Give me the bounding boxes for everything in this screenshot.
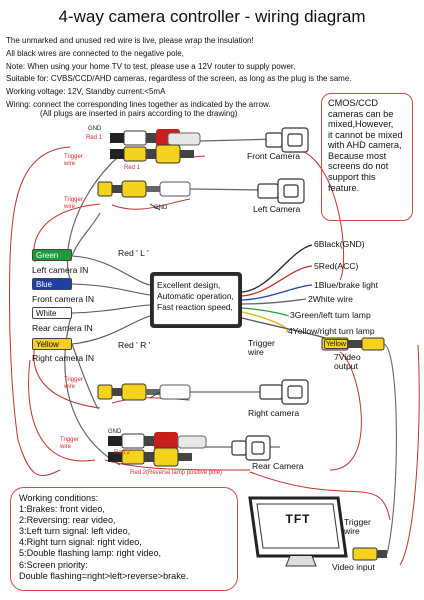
cmos-note-line: it cannot be mixed xyxy=(328,129,403,140)
cmos-note-box: CMOS/CCD cameras can be mixed,However, i… xyxy=(321,93,413,221)
video-output-chip: Yellow xyxy=(324,339,348,349)
red1-b-label: Red 1 xyxy=(124,165,141,171)
condition-line: 1:Brakes: front video, xyxy=(19,504,105,515)
condition-line: 4:Right turn signal: right video, xyxy=(19,537,142,548)
front-camera-icon xyxy=(265,127,309,153)
rear-camera-icon xyxy=(231,435,271,461)
controller-label: Excellent design, Automatic operation, F… xyxy=(153,275,239,325)
trigger-front-label: Trigger wire xyxy=(64,154,83,167)
gnd-left-label: GND xyxy=(154,205,168,211)
right-camera-label: Right camera xyxy=(248,408,300,418)
output-blue-brake: 1Blue/brake light xyxy=(314,280,379,290)
monitor-trigger-wire xyxy=(399,344,420,566)
gnd-front-label: GND xyxy=(88,126,102,132)
trigger-out-label: Trigger wire xyxy=(248,338,275,358)
controller-text-line: Automatic operation, xyxy=(157,290,234,301)
red1-label: Red 1 xyxy=(86,135,103,141)
gnd-rear-label: GND xyxy=(108,429,122,435)
note-line-6: Wiring: connect the corresponding lines … xyxy=(6,100,271,109)
cmos-note-line: mixed,However, xyxy=(328,119,394,130)
cmos-note-line: feature. xyxy=(328,182,360,193)
note-line-3: Note: When using your home TV to test, p… xyxy=(6,62,296,71)
tft-monitor-icon xyxy=(248,496,348,567)
left-loop-wire xyxy=(8,146,71,477)
reverse-lamp-wire xyxy=(249,471,391,521)
trigger-monitor-label: Trigger wire xyxy=(344,517,371,537)
condition-line: 5:Double flashing lamp: right video, xyxy=(19,548,162,559)
note-line-2: All black wires are connected to the neg… xyxy=(6,49,184,58)
front-camera-label: Front Camera xyxy=(247,151,301,161)
output-red-acc: 5Red(ACC) xyxy=(314,261,359,271)
red2-reverse-label: Red 2(Reverse lamp positive pole) xyxy=(130,470,223,476)
white-input-chip: White xyxy=(32,307,72,319)
rear-plugs xyxy=(108,432,207,467)
note-line-5: Working voltage: 12V, Standby current:<5… xyxy=(6,87,166,96)
condition-line: 2:Reversing: rear video, xyxy=(19,515,116,526)
tft-screen-label: TFT xyxy=(285,512,311,526)
rear-power-wire xyxy=(329,351,362,471)
left-camera-icon xyxy=(257,178,305,204)
trigger-left-label: Trigger wire xyxy=(64,197,83,210)
output-white-wire: 2White wire xyxy=(308,294,353,304)
trigger-right-label: Trigger wire xyxy=(64,377,83,390)
front-plugs xyxy=(110,129,201,164)
cmos-note-line: screens do not xyxy=(328,161,389,172)
blue-input-chip: Blue xyxy=(32,278,72,290)
note-line-7: (All plugs are inserted in pairs accordi… xyxy=(40,109,238,118)
video-input-plug xyxy=(352,547,387,561)
controller-text-line: Fast reaction speed, xyxy=(157,301,233,312)
red-r-label: Red ' R ' xyxy=(118,340,151,350)
camera-bodies xyxy=(231,127,309,461)
front-power-wire xyxy=(299,149,345,281)
red-l-label: Red ' L ' xyxy=(118,248,149,258)
right-plugs xyxy=(97,383,191,401)
output-black-gnd: 6Black(GND) xyxy=(314,239,365,249)
cmos-note-line: with AHD camera, xyxy=(328,140,402,151)
rear-camera-in-label: Rear camera IN xyxy=(32,323,93,333)
condition-line: 6:Screen priority: xyxy=(19,559,88,570)
right-camera-in-label: Right camera IN xyxy=(32,353,95,363)
cmos-note-line: Because most xyxy=(328,150,387,161)
condition-line: 3:Left turn signal: left video, xyxy=(19,526,131,537)
controller-text-line: Excellent design, xyxy=(157,280,221,290)
note-line-4: Suitable for: CVBS/CCD/AHD cameras, rega… xyxy=(6,74,352,83)
front-camera-in-label: Front camera IN xyxy=(32,294,95,304)
green-input-chip: Green xyxy=(32,249,72,261)
cmos-note-line: cameras can be xyxy=(328,108,394,119)
video-input-label: Video input xyxy=(332,562,375,572)
yellow-input-chip: Yellow xyxy=(32,338,72,350)
cmos-note-line: CMOS/CCD xyxy=(328,98,379,108)
note-line-1: The unmarked and unused red wire is live… xyxy=(6,36,254,45)
condition-line: Working conditions: xyxy=(19,493,99,503)
rear-trigger-wire xyxy=(28,359,96,462)
left-camera-label: Left Camera xyxy=(253,204,301,214)
left-plugs xyxy=(97,180,191,198)
output-green-left: 3Green/left turn lamp xyxy=(290,310,371,320)
working-conditions-box: Working conditions: 1:Brakes: front vide… xyxy=(10,487,238,591)
page-title: 4-way camera controller - wiring diagram xyxy=(58,7,366,26)
right-camera-icon xyxy=(259,379,309,405)
left-camera-in-label: Left camera IN xyxy=(32,265,89,275)
right-trigger-wire xyxy=(33,344,101,409)
trigger-rear-label: Trigger wire xyxy=(60,437,79,450)
video-output-label: 7Video output xyxy=(334,352,361,372)
rear-camera-label: Rear Camera xyxy=(252,461,304,471)
condition-line: Double flashing=right>left>reverse>brake… xyxy=(19,570,189,581)
red2-label: Red 2 xyxy=(114,450,131,456)
output-yellow-right: 4Yellow/right turn lamp xyxy=(288,326,375,336)
cmos-note-line: support this xyxy=(328,172,376,183)
